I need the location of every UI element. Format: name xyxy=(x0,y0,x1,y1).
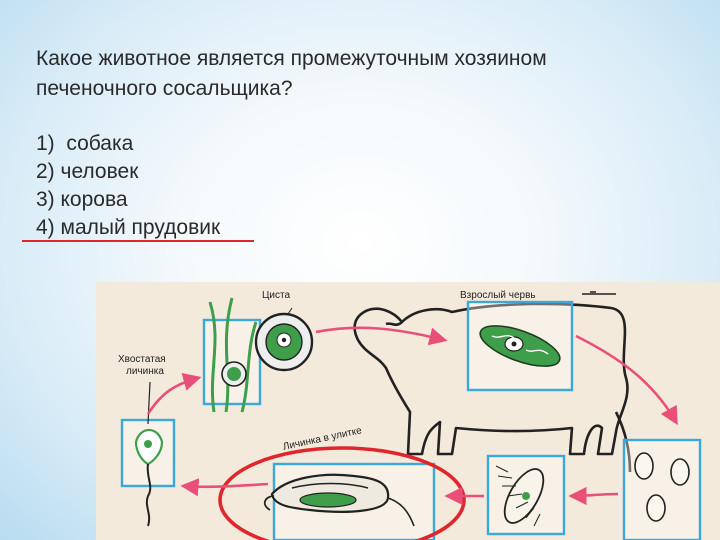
tailed-larva-label-2: личинка xyxy=(126,366,164,377)
life-cycle-figure: Циста Взрослый червь Хвостатая личинка Л… xyxy=(96,282,720,540)
life-cycle-diagram xyxy=(120,291,702,540)
snail-icon xyxy=(263,473,415,527)
cow-outline xyxy=(353,302,632,473)
question-line-1: Какое животное является промежуточным хо… xyxy=(36,47,547,70)
snail-highlight-ellipse xyxy=(218,446,466,540)
cyst-in-grass-icon xyxy=(221,361,247,387)
eggs-box xyxy=(622,438,702,540)
adult-worm-icon xyxy=(479,325,561,367)
tailed-larva-label-1: Хвостатая xyxy=(118,354,166,365)
option-2[interactable]: 2) человек xyxy=(36,160,139,183)
correct-answer-underline xyxy=(22,240,254,242)
option-1[interactable]: 1) собака xyxy=(36,132,134,155)
eggs-icon xyxy=(634,452,690,522)
cyst-icon xyxy=(254,312,314,372)
cyst-label: Циста xyxy=(262,290,291,301)
question-line-2: печеночного сосальщика? xyxy=(36,77,293,100)
adult-worm-label: Взрослый червь xyxy=(460,290,536,301)
grass-icon xyxy=(208,297,258,413)
cycle-arrows xyxy=(146,326,678,506)
miracidium-icon xyxy=(495,465,545,527)
option-3[interactable]: 3) корова xyxy=(36,188,128,211)
answer-options: 1) собака 2) человек 3) корова 4) малый … xyxy=(36,130,220,242)
tailed-larva-icon xyxy=(134,428,164,527)
question-text: Какое животное является промежуточным хо… xyxy=(36,44,676,104)
option-4[interactable]: 4) малый прудовик xyxy=(36,216,221,239)
